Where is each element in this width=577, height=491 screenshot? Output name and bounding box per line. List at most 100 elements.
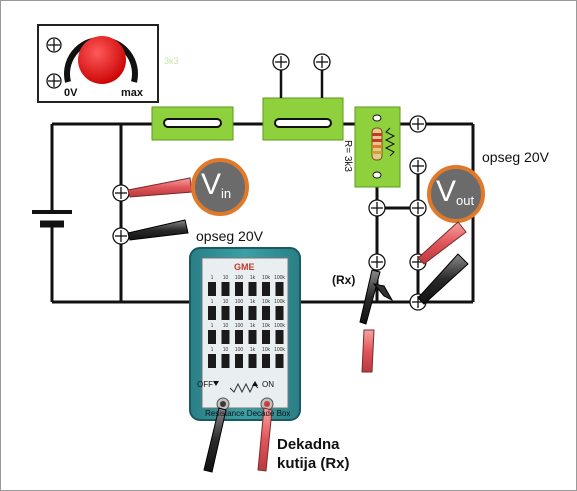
terminal-vout-mid[interactable]	[409, 199, 427, 217]
vout-probes[interactable]	[417, 221, 469, 305]
decade-caption-line1: Dekadna	[277, 436, 340, 453]
decade-switch[interactable]	[248, 354, 257, 368]
decade-switch[interactable]	[221, 306, 230, 320]
vout-black-probe	[417, 253, 469, 305]
connector-blocks	[151, 97, 401, 188]
decade-switch[interactable]	[248, 306, 257, 320]
decade-switch[interactable]	[208, 330, 216, 344]
decade-switch[interactable]	[275, 306, 284, 320]
ps-resistor-hint: 3k3	[164, 56, 179, 66]
decade-bottom-text: Resistance Decade Box	[205, 409, 291, 418]
vin-range-label: opseg 20V	[196, 228, 263, 244]
box-probes[interactable]	[203, 407, 273, 473]
terminal-rx-bottom[interactable]	[368, 253, 386, 271]
decade-switch[interactable]	[221, 330, 230, 344]
decade-column-label: 1k	[250, 275, 256, 281]
ps-max-label: max	[121, 87, 144, 99]
terminal-top-left[interactable]	[272, 53, 290, 98]
decade-column-label: 100	[235, 275, 244, 281]
decade-switch[interactable]	[235, 354, 243, 368]
decade-column-label: 100	[235, 347, 244, 353]
rx-probes[interactable]	[359, 269, 394, 373]
decade-column-label: 1	[211, 275, 214, 281]
vin-black-probe	[127, 219, 189, 241]
ps-min-label: 0V	[64, 87, 78, 99]
battery-symbol	[32, 210, 72, 228]
vin-red-probe	[127, 177, 193, 198]
decade-switch[interactable]	[275, 282, 284, 296]
decade-column-label: 10k	[262, 275, 271, 281]
decade-column-label: 10k	[262, 299, 271, 305]
decade-switch[interactable]	[248, 330, 257, 344]
decade-switch[interactable]	[262, 354, 270, 368]
resistor-body	[371, 127, 396, 161]
decade-column-label: 10k	[262, 347, 271, 353]
terminal-ps-top[interactable]	[46, 37, 62, 53]
decade-switch[interactable]	[235, 330, 243, 344]
voltage-knob[interactable]	[78, 36, 126, 84]
decade-switch[interactable]	[221, 354, 230, 368]
vin-meter	[191, 158, 249, 216]
decade-switch[interactable]	[208, 306, 216, 320]
terminal-vout-top[interactable]	[409, 157, 427, 175]
vout-meter	[427, 165, 485, 223]
vout-meter-sub: out	[456, 193, 475, 208]
terminal-vin-pos[interactable]	[112, 184, 130, 202]
decade-column-label: 100k	[274, 275, 285, 281]
decade-column-label: 1	[211, 299, 214, 305]
vout-meter-main: V	[436, 175, 457, 208]
decade-column-label: 10	[223, 323, 229, 329]
decade-switch[interactable]	[262, 282, 270, 296]
decade-switch[interactable]	[221, 282, 230, 296]
decade-column-label: 1k	[250, 299, 256, 305]
decade-on-label: ON	[262, 380, 274, 389]
vin-meter-sub: in	[221, 186, 232, 201]
decade-column-label: 100	[235, 299, 244, 305]
decade-switch[interactable]	[262, 306, 270, 320]
decade-column-label: 10	[223, 347, 229, 353]
terminal-ps-bottom[interactable]	[46, 73, 62, 89]
decade-caption-line2: kutija (Rx)	[277, 455, 350, 472]
decade-box-brand: GME	[234, 262, 255, 272]
decade-column-label: 10	[223, 299, 229, 305]
decade-column-label: 1k	[250, 323, 256, 329]
rx-label: (Rx)	[332, 273, 356, 287]
decade-switch[interactable]	[275, 354, 284, 368]
decade-off-label: OFF	[197, 380, 213, 389]
decade-column-label: 1k	[250, 347, 256, 353]
decade-column-label: 100k	[274, 299, 285, 305]
decade-column-label: 10k	[262, 323, 271, 329]
decade-switch[interactable]	[208, 354, 216, 368]
decade-switch[interactable]	[262, 330, 270, 344]
decade-column-label: 1	[211, 347, 214, 353]
terminal-vin-neg[interactable]	[112, 227, 130, 245]
decade-switch[interactable]	[248, 282, 257, 296]
decade-column-label: 10	[223, 275, 229, 281]
power-supply	[37, 24, 159, 103]
vin-meter-main: V	[201, 168, 222, 201]
terminal-top-right[interactable]	[313, 53, 331, 98]
decade-switch[interactable]	[235, 306, 243, 320]
resistor-label: R= 3k3	[342, 140, 353, 172]
decade-column-label: 100k	[274, 323, 285, 329]
box-black-probe	[203, 407, 227, 473]
decade-switch[interactable]	[235, 282, 243, 296]
vout-red-probe	[417, 221, 467, 265]
terminal-right-top[interactable]	[409, 115, 427, 133]
decade-column-label: 100k	[274, 347, 285, 353]
terminals	[46, 37, 427, 311]
vin-probes[interactable]	[127, 177, 193, 241]
terminal-rx-top[interactable]	[368, 199, 386, 217]
decade-switch[interactable]	[275, 330, 284, 344]
rx-red-probe	[361, 329, 375, 373]
decade-column-label: 100	[235, 323, 244, 329]
vout-range-label: opseg 20V	[482, 149, 549, 165]
decade-switch[interactable]	[208, 282, 216, 296]
box-red-probe	[257, 407, 273, 472]
rx-black-clip	[359, 269, 381, 325]
decade-column-label: 1	[211, 323, 214, 329]
